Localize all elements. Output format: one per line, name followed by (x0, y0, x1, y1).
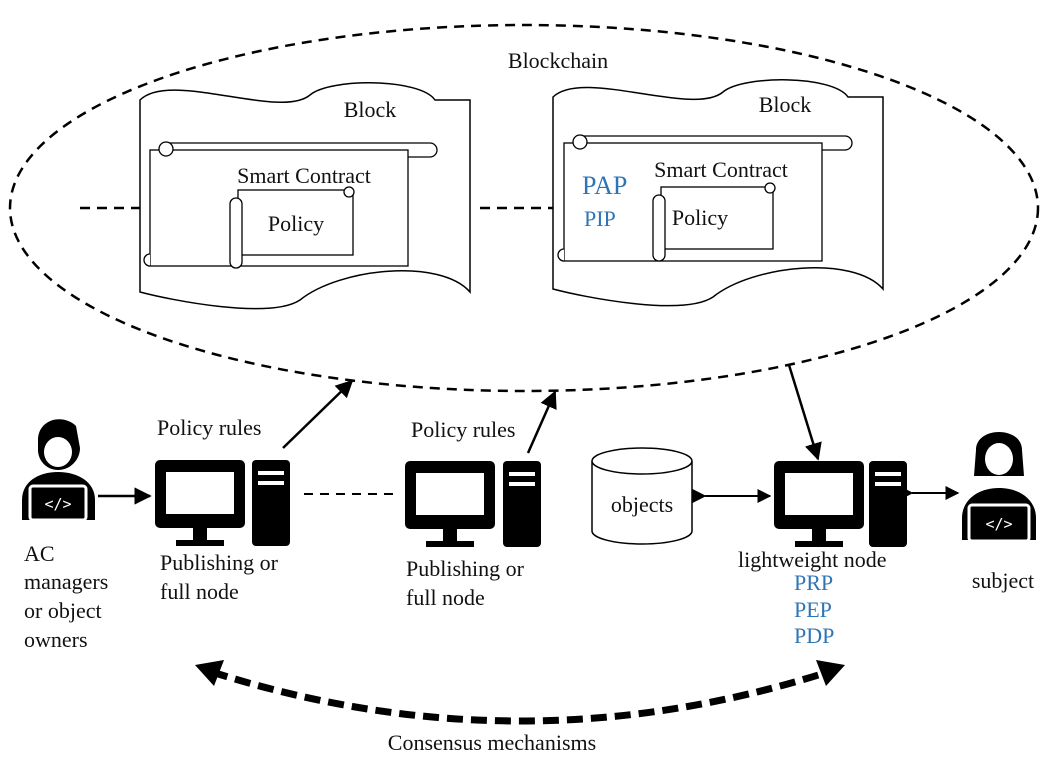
blockchain-boundary (8, 23, 1040, 393)
objects-database-icon (591, 447, 693, 545)
subject-label: subject (972, 568, 1034, 593)
node1-policy-rules: Policy rules (157, 415, 262, 440)
pap-label: PAP (582, 171, 627, 200)
computer-icon-node2 (405, 461, 541, 547)
block-2-label: Block (759, 92, 812, 117)
svg-text:Publishing or: Publishing or (160, 550, 279, 575)
pep-label: PEP (794, 597, 832, 622)
svg-text:Publishing or: Publishing or (406, 556, 525, 581)
block-1-label: Block (344, 97, 397, 122)
block-2: Block PAP PIP Smart Contract Policy (552, 79, 884, 307)
node1-caption: Publishing or full node (160, 550, 279, 604)
svg-text:managers: managers (24, 569, 108, 594)
svg-text:owners: owners (24, 627, 88, 652)
arrow-blockchain-to-light (787, 364, 822, 461)
lightweight-node-label: lightweight node (738, 547, 886, 572)
policy-scroll-1 (229, 186, 355, 269)
svg-text:full node: full node (160, 579, 239, 604)
smart-contract-label-2: Smart Contract (654, 157, 788, 182)
blockchain-label: Blockchain (508, 48, 608, 73)
consensus-label: Consensus mechanisms (388, 730, 596, 755)
consensus-arrow (195, 660, 845, 725)
svg-text:AC: AC (24, 541, 55, 566)
policy-scroll-2 (652, 182, 776, 262)
svg-text:</>: </> (44, 495, 71, 513)
computer-icon-node1 (155, 460, 290, 546)
pdp-label: PDP (794, 623, 834, 648)
prp-label: PRP (794, 570, 833, 595)
svg-text:</>: </> (985, 515, 1012, 533)
node2-policy-rules: Policy rules (411, 417, 516, 442)
block-1: Block Smart Contract Policy (139, 82, 471, 310)
policy-label-1: Policy (268, 211, 324, 236)
manager-developer-icon: </> (22, 419, 95, 522)
svg-text:full node: full node (406, 585, 485, 610)
svg-text:or object: or object (24, 598, 102, 623)
policy-label-2: Policy (672, 205, 728, 230)
arrow-node2-to-blockchain (526, 390, 557, 454)
computer-icon-lightweight (774, 461, 907, 547)
objects-label: objects (611, 492, 673, 517)
pip-label: PIP (584, 206, 616, 231)
smart-contract-label-1: Smart Contract (237, 163, 371, 188)
manager-label: AC managers or object owners (24, 541, 108, 652)
node2-caption: Publishing or full node (406, 556, 525, 610)
arrow-node1-to-blockchain (282, 379, 354, 449)
subject-developer-icon: </> (962, 432, 1036, 543)
